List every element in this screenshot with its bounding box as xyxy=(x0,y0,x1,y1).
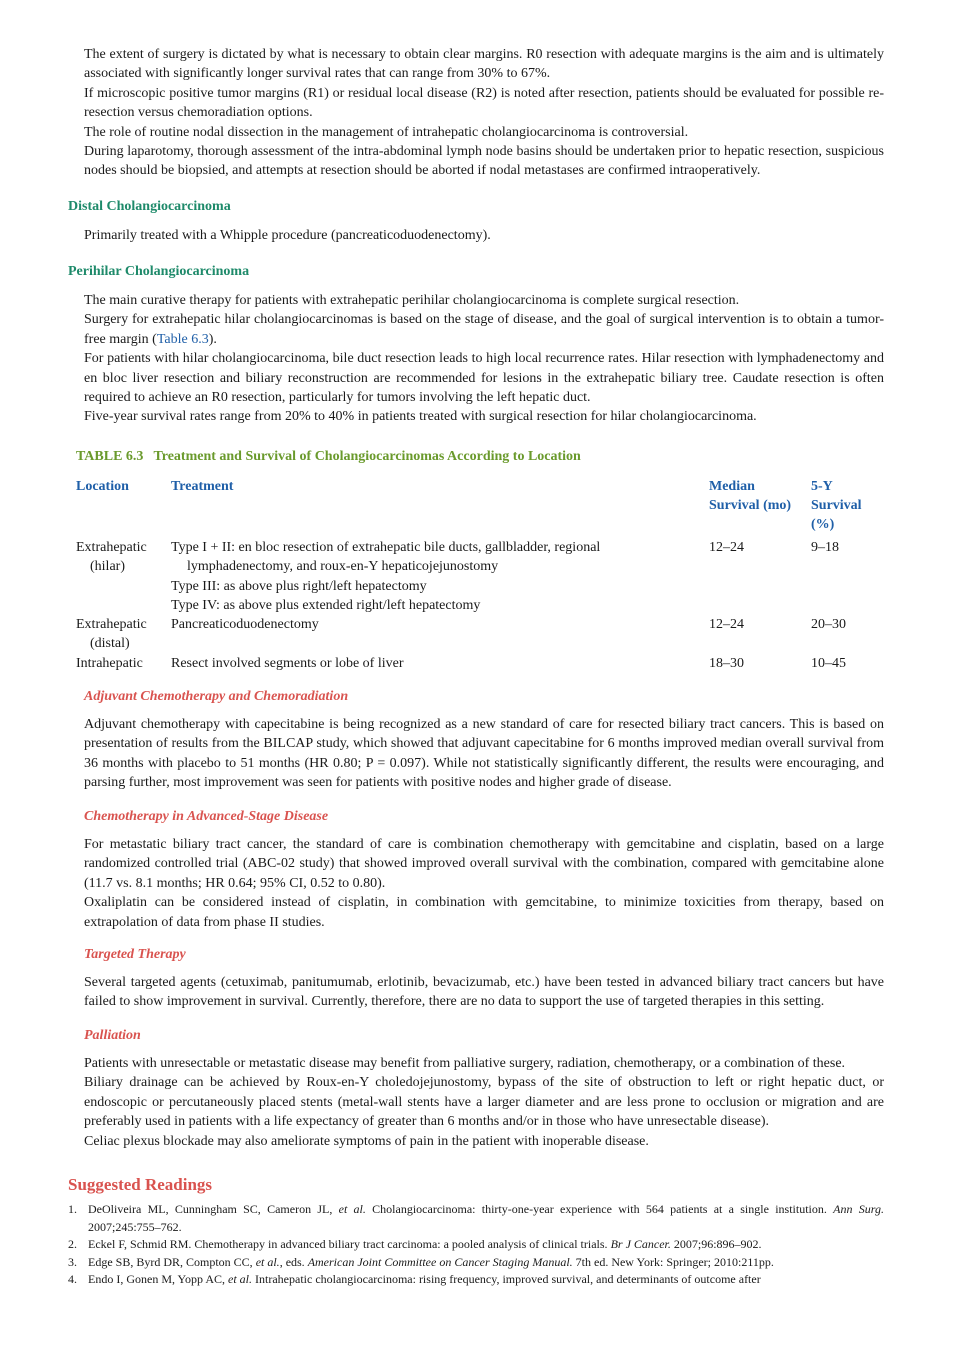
table-cell-location: Extrahepatic xyxy=(76,617,147,632)
perihilar-paragraph-2-text: Surgery for extrahepatic hilar cholangio… xyxy=(84,312,884,347)
reference-list: 1. DeOliveira ML, Cunningham SC, Cameron… xyxy=(68,1201,884,1289)
table-header-5y-line-3: (%) xyxy=(811,517,835,532)
table-row-2-5y: 20–30 xyxy=(811,617,846,632)
table-header-5y-line-2: Survival xyxy=(811,498,862,513)
table-row-2-treatment: Pancreaticoduodenectomy xyxy=(171,617,319,632)
reference-text: Eckel F, Schmid RM. Chemotherapy in adva… xyxy=(88,1237,611,1251)
table-cell-location: Extrahepatic xyxy=(76,540,147,555)
table-header-location: Location xyxy=(76,479,129,494)
table-6-3-link[interactable]: Table 6.3 xyxy=(156,331,209,347)
advanced-section: For metastatic biliary tract cancer, the… xyxy=(84,835,884,932)
reference-text: 2007;245:755–762. xyxy=(88,1219,182,1234)
table-header-5y-line-1: 5-Y xyxy=(811,479,833,494)
palliation-paragraph-2: Biliary drainage can be achieved by Roux… xyxy=(84,1075,884,1130)
table-cell-location-sub: (hilar) xyxy=(90,559,125,575)
reference-text: Intrahepatic cholangiocarcinoma: rising … xyxy=(252,1272,761,1286)
reference-journal: Br J Cancer. xyxy=(610,1237,671,1251)
reference-journal: Ann Surg. xyxy=(833,1202,884,1216)
reference-text: Edge SB, Byrd DR, Compton CC, xyxy=(88,1254,256,1269)
reference-text: 7th ed. New York: Springer; 2010:211pp. xyxy=(572,1254,774,1269)
targeted-heading: Targeted Therapy xyxy=(84,947,186,962)
table-number: TABLE 6.3 xyxy=(76,449,144,464)
distal-heading: Distal Cholangiocarcinoma xyxy=(68,199,231,214)
table-row-1-location: Extrahepatic (hilar) xyxy=(76,538,168,577)
targeted-paragraph: Several targeted agents (cetuximab, pani… xyxy=(84,975,884,1010)
reference-text: 2007;96:896–902. xyxy=(670,1237,762,1251)
suggested-readings-heading: Suggested Readings xyxy=(68,1175,213,1194)
palliation-paragraph-3: Celiac plexus blockade may also ameliora… xyxy=(84,1133,649,1149)
advanced-paragraph-2: Oxaliplatin can be considered instead of… xyxy=(84,895,884,930)
table-header-median: Median Survival (mo) xyxy=(709,477,791,515)
reference-text: DeOliveira ML, Cunningham SC, Cameron JL… xyxy=(88,1202,339,1216)
table-row-1-5y: 9–18 xyxy=(811,540,839,555)
reference-number: 3. xyxy=(68,1254,77,1269)
advanced-paragraph-1: For metastatic biliary tract cancer, the… xyxy=(84,837,884,891)
table-header-5y: 5-Y Survival (%) xyxy=(811,477,862,534)
table-header-treatment: Treatment xyxy=(171,479,234,494)
reference-item: 2. Eckel F, Schmid RM. Chemotherapy in a… xyxy=(68,1236,884,1254)
table-caption: Treatment and Survival of Cholangiocarci… xyxy=(153,449,581,464)
perihilar-paragraph-3: For patients with hilar cholangiocarcino… xyxy=(84,351,884,406)
table-cell-location-sub: (distal) xyxy=(90,636,130,652)
palliation-paragraph-1: Patients with unresectable or metastatic… xyxy=(84,1056,846,1071)
perihilar-paragraph-4: Five-year survival rates range from 20% … xyxy=(84,409,757,425)
table-row-3-5y: 10–45 xyxy=(811,656,846,671)
intro-paragraph-2: If microscopic positive tumor margins (R… xyxy=(84,85,884,121)
palliation-section: Patients with unresectable or metastatic… xyxy=(84,1054,884,1151)
reference-item: 1. DeOliveira ML, Cunningham SC, Cameron… xyxy=(68,1201,884,1236)
table-row-2-location: Extrahepatic (distal) xyxy=(76,615,168,654)
reference-item: 4. Endo I, Gonen M, Yopp AC, et al. Intr… xyxy=(68,1271,884,1289)
perihilar-section: The main curative therapy for patients w… xyxy=(84,291,884,427)
reference-item: 3. Edge SB, Byrd DR, Compton CC, et al.,… xyxy=(68,1254,884,1272)
perihilar-paragraph-2-end: ). xyxy=(208,331,217,347)
intro-paragraph-4: During laparotomy, thorough assessment o… xyxy=(84,144,884,179)
table-header-median-line-2: Survival (mo) xyxy=(709,498,792,513)
intro-paragraph-1: The extent of surgery is dictated by wha… xyxy=(84,47,884,82)
table-title: TABLE 6.3 Treatment and Survival of Chola… xyxy=(76,449,581,465)
reference-italic: et al. xyxy=(228,1272,253,1286)
table-row-3-median: 18–30 xyxy=(709,656,744,671)
table-row-3-location: Intrahepatic xyxy=(76,656,143,671)
reference-italic: et al. xyxy=(255,1254,280,1269)
table-row-3-treatment: Resect involved segments or lobe of live… xyxy=(171,656,404,671)
adjuvant-heading: Adjuvant Chemotherapy and Chemoradiation xyxy=(84,689,349,704)
reference-number: 1. xyxy=(68,1202,77,1216)
intro-section: The extent of surgery is dictated by wha… xyxy=(84,45,884,181)
reference-text: Cholangiocarcinoma: thirty-one-year expe… xyxy=(365,1202,834,1216)
reference-text: Endo I, Gonen M, Yopp AC, xyxy=(88,1272,229,1286)
reference-number: 4. xyxy=(68,1272,77,1286)
reference-text: , eds. xyxy=(279,1254,308,1269)
adjuvant-paragraph: Adjuvant chemotherapy with capecitabine … xyxy=(84,717,884,791)
intro-paragraph-3: The role of routine nodal dissection in … xyxy=(84,124,689,140)
advanced-heading: Chemotherapy in Advanced-Stage Disease xyxy=(84,809,329,824)
reference-journal: American Joint Committee on Cancer Stagi… xyxy=(307,1254,573,1269)
table-row-2-median: 12–24 xyxy=(709,617,744,632)
palliation-heading: Palliation xyxy=(84,1028,141,1043)
table-row-1-treatment: Type I + II: en bloc resection of extrah… xyxy=(171,538,631,616)
reference-italic: et al. xyxy=(338,1202,366,1216)
table-cell-treatment: Type IV: as above plus extended right/le… xyxy=(171,598,481,614)
table-row-1-median: 12–24 xyxy=(709,540,744,555)
perihilar-heading: Perihilar Cholangiocarcinoma xyxy=(68,264,250,279)
perihilar-paragraph-1: The main curative therapy for patients w… xyxy=(84,293,740,308)
perihilar-paragraph-2: Surgery for extrahepatic hilar cholangio… xyxy=(84,310,884,349)
table-header-median-line-1: Median xyxy=(709,479,755,494)
table-cell-treatment: Type I + II: en bloc resection of extrah… xyxy=(171,540,601,575)
table-cell-treatment: Type III: as above plus right/left hepat… xyxy=(171,578,427,594)
distal-paragraph: Primarily treated with a Whipple procedu… xyxy=(84,228,491,243)
reference-number: 2. xyxy=(68,1237,77,1251)
